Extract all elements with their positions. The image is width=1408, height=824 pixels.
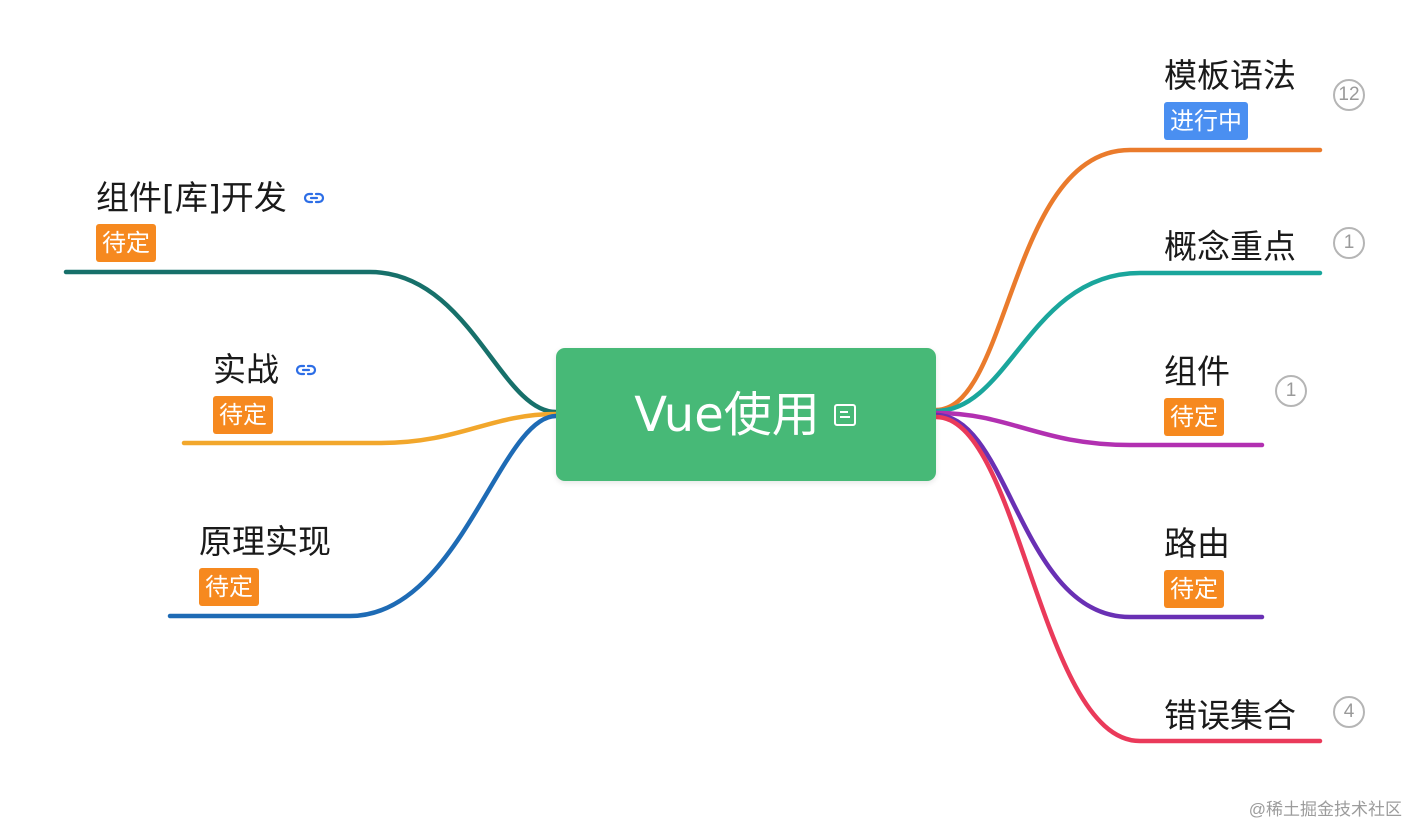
- link-icon[interactable]: [301, 185, 327, 211]
- node-errors[interactable]: 错误集合: [1164, 696, 1296, 736]
- status-badge: 待定: [199, 568, 259, 606]
- status-badge: 待定: [96, 224, 156, 262]
- child-count-badge[interactable]: 4: [1333, 696, 1365, 728]
- child-count-badge[interactable]: 12: [1333, 79, 1365, 111]
- node-title: 路由: [1164, 524, 1230, 563]
- node-router[interactable]: 路由 待定: [1164, 524, 1230, 608]
- status-badge: 待定: [213, 396, 273, 434]
- status-badge: 进行中: [1164, 102, 1248, 140]
- node-title: 模板语法: [1164, 56, 1296, 95]
- node-title: 组件[库]开发: [96, 178, 287, 217]
- node-template-syntax[interactable]: 模板语法 进行中: [1164, 56, 1296, 140]
- branch-line-router: [933, 412, 1265, 620]
- branch-line-errors: [933, 414, 1323, 744]
- branch-line-principle: [167, 413, 559, 619]
- branch-line-concepts: [933, 270, 1323, 414]
- node-title: 原理实现: [199, 522, 331, 561]
- note-icon[interactable]: [832, 402, 858, 428]
- root-title: Vue使用: [634, 386, 820, 443]
- watermark: @稀土掘金技术社区: [1248, 800, 1402, 819]
- root-node[interactable]: Vue使用: [556, 348, 936, 481]
- branch-line-components: [933, 410, 1265, 448]
- child-count-badge[interactable]: 1: [1275, 375, 1307, 407]
- node-title: 概念重点: [1164, 227, 1296, 266]
- node-components[interactable]: 组件 待定: [1164, 352, 1230, 436]
- node-principle[interactable]: 原理实现 待定: [199, 522, 331, 606]
- node-practice[interactable]: 实战 待定: [213, 350, 319, 434]
- status-badge: 待定: [1164, 570, 1224, 608]
- node-component-lib[interactable]: 组件[库]开发 待定: [96, 178, 327, 262]
- status-badge: 待定: [1164, 398, 1224, 436]
- node-title: 错误集合: [1164, 696, 1296, 735]
- node-title: 组件: [1164, 352, 1230, 391]
- child-count-badge[interactable]: 1: [1333, 227, 1365, 259]
- node-title: 实战: [213, 350, 279, 389]
- link-icon[interactable]: [293, 357, 319, 383]
- branch-line-component-lib: [63, 269, 559, 415]
- node-concepts[interactable]: 概念重点: [1164, 227, 1296, 267]
- branch-line-practice: [181, 411, 559, 446]
- branch-line-template-syntax: [933, 147, 1323, 413]
